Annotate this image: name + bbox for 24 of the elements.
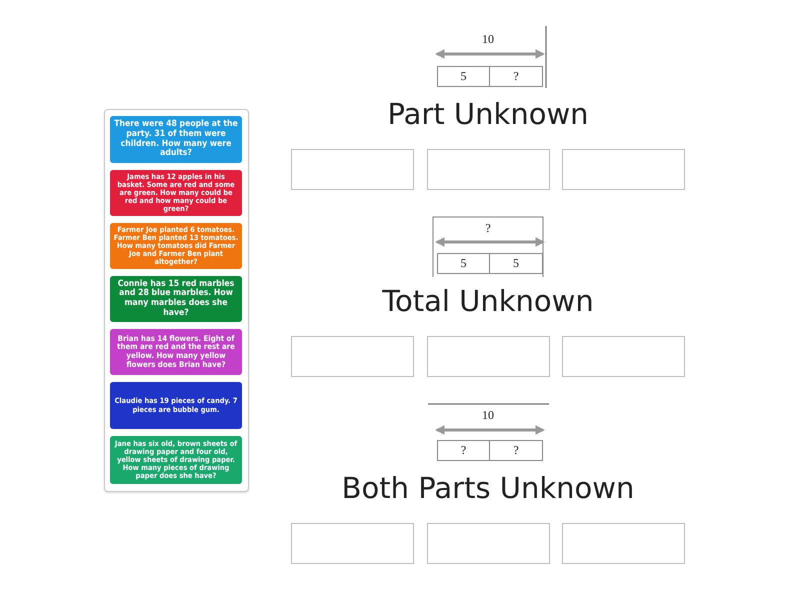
bar-segment: ?	[437, 440, 490, 461]
drop-slot	[562, 336, 685, 377]
card-panel	[104, 109, 249, 492]
question-card: Connie has 15 red marbles and 28 blue marbles. How many marbles does she have?	[110, 276, 242, 322]
bar-segment: 5	[437, 253, 490, 274]
bar-segment: 5	[437, 66, 490, 87]
drop-slot	[291, 149, 414, 190]
category-heading: Part Unknown	[386, 97, 590, 131]
category-heading: Both Parts Unknown	[340, 471, 636, 505]
drop-slot	[427, 523, 550, 564]
drop-slot	[427, 149, 550, 190]
measure-label: 10	[481, 32, 495, 47]
drop-slot	[562, 149, 685, 190]
bar-segment: ?	[489, 66, 543, 87]
drop-slot	[427, 336, 550, 377]
drop-slot	[562, 523, 685, 564]
measure-label: 10	[481, 408, 495, 423]
bar-segment: ?	[489, 440, 543, 461]
question-card: There were 48 people at the party. 31 of them were children. How many were adults?	[110, 116, 242, 163]
category-heading: Total Unknown	[381, 284, 595, 318]
bar-segment: 5	[489, 253, 543, 274]
measure-label: ?	[484, 221, 492, 236]
drop-slot	[291, 523, 414, 564]
drop-slot	[291, 336, 414, 377]
